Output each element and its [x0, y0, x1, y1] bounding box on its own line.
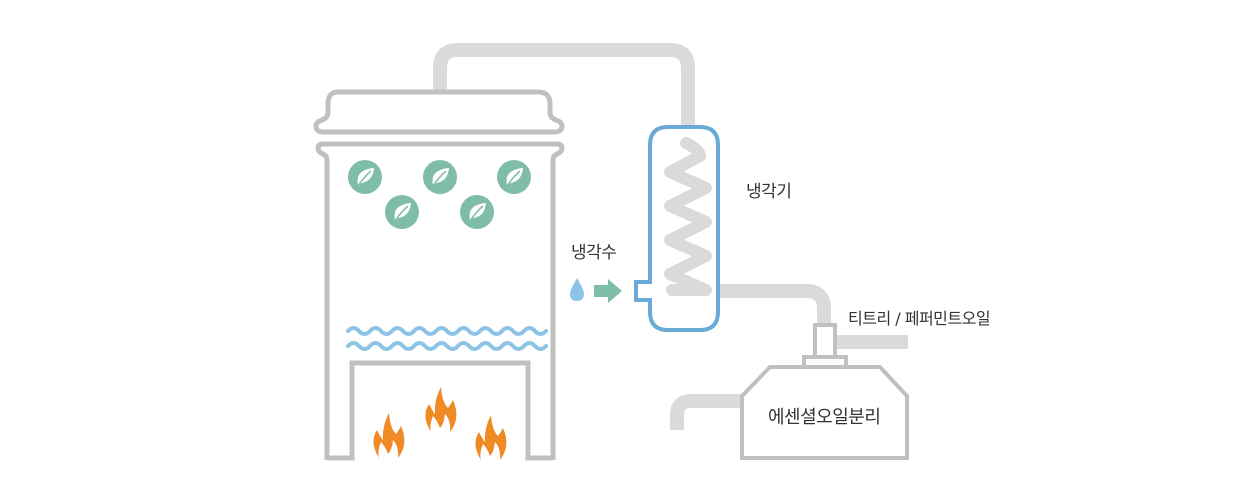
separator-body [740, 365, 909, 460]
condensate-pipe [720, 284, 831, 326]
vapor-pipe [433, 43, 695, 126]
firebox [327, 360, 553, 461]
flame-icon [373, 413, 405, 458]
separator-neck [813, 323, 837, 359]
condenser-label: 냉각기 [746, 182, 792, 202]
flame-icon [425, 387, 457, 432]
herb-leaf-icon [460, 195, 494, 229]
oil-output-pipe [836, 335, 908, 349]
flame-icon [475, 415, 507, 460]
herb-leaf-icon [497, 160, 531, 194]
water-drop-icon [570, 278, 584, 301]
herb-leaf-icon [423, 160, 457, 194]
coolant-arrow-icon [594, 279, 622, 303]
herb-leaf-icon [385, 195, 419, 229]
herb-leaf-icon [348, 160, 382, 194]
oil-output-label: 티트리 / 페퍼민트오일 [848, 309, 991, 328]
water-wave [346, 341, 548, 351]
coolant-label: 냉각수 [571, 243, 617, 263]
water-wave [346, 326, 548, 336]
still-lid [313, 89, 565, 135]
still-body [315, 141, 565, 460]
separator-label: 에센셜오일분리 [768, 407, 881, 428]
condenser-coil [664, 137, 712, 296]
water-return-pipe [670, 394, 742, 430]
